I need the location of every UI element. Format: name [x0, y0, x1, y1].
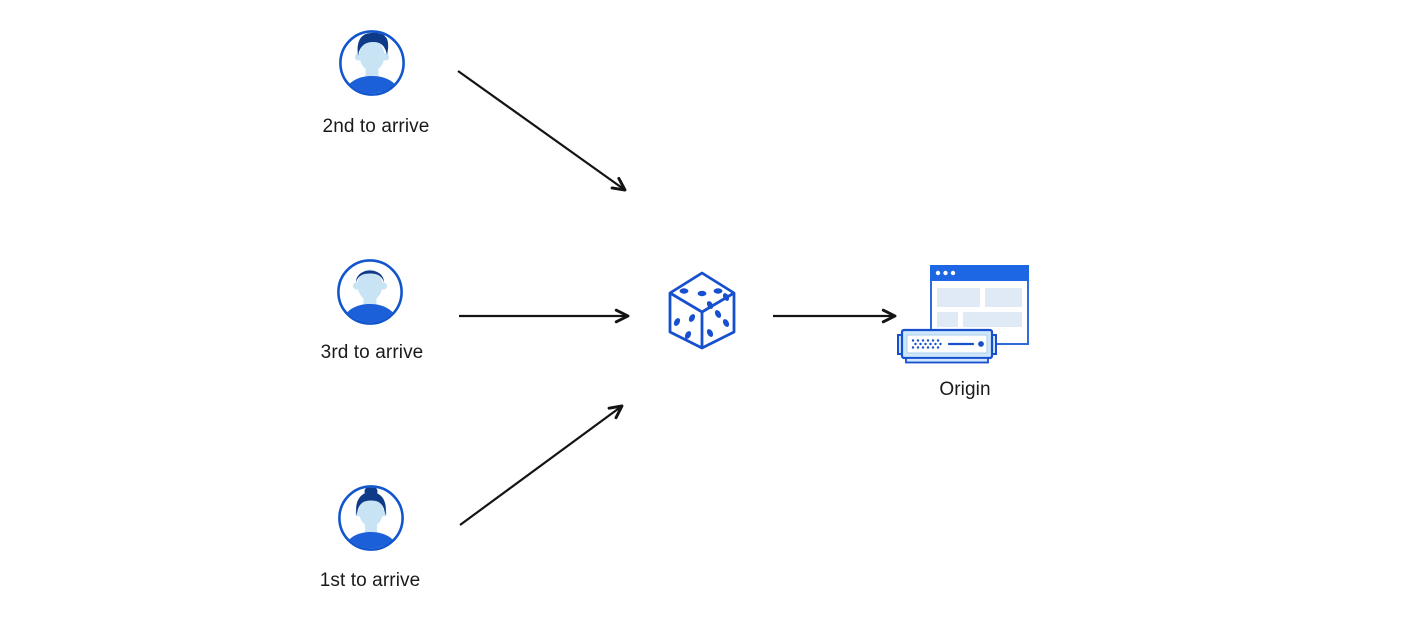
dice-icon — [668, 271, 736, 350]
node-label-user-top: 2nd to arrive — [322, 116, 430, 137]
male-quiff-avatar-icon — [339, 30, 405, 96]
browser-window-server-icon — [897, 265, 1029, 364]
node-user-top — [338, 29, 406, 97]
female-bun-avatar-icon — [338, 485, 404, 551]
male-short-hair-avatar-icon — [337, 259, 403, 325]
node-label-origin: Origin — [939, 379, 991, 400]
arrow-user-bottom-to-dice — [459, 404, 624, 526]
node-randomizer — [668, 271, 736, 350]
node-origin — [896, 258, 1030, 364]
node-label-user-bottom: 1st to arrive — [319, 570, 421, 591]
arrow-user-top-to-dice — [457, 70, 627, 192]
node-label-user-middle: 3rd to arrive — [320, 342, 424, 363]
node-user-bottom — [337, 484, 405, 552]
node-user-middle — [336, 258, 404, 326]
